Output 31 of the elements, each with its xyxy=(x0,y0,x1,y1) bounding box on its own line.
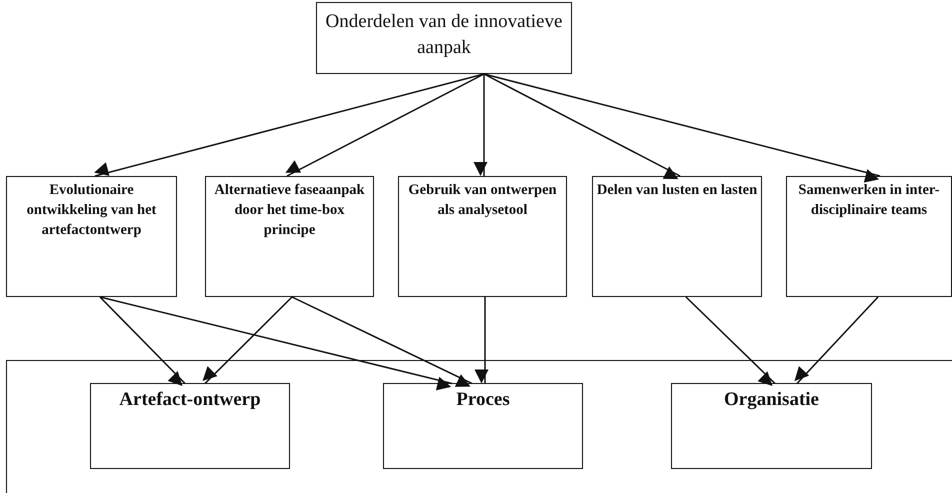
arrow xyxy=(484,73,880,183)
arrow xyxy=(94,73,484,177)
box-label: Onderdelen van de innovatieve aanpak xyxy=(324,10,564,60)
box-label: Proces xyxy=(455,388,511,412)
box-label: Organisatie xyxy=(723,388,820,412)
arrow xyxy=(484,73,680,180)
category-box xyxy=(383,383,583,469)
process-box xyxy=(398,176,567,297)
category-box xyxy=(90,383,290,469)
box-label: Artefact-ontwerp xyxy=(118,388,262,412)
process-box xyxy=(205,176,374,297)
process-box xyxy=(592,176,762,297)
process-box xyxy=(6,176,177,297)
process-box xyxy=(786,176,952,297)
arrow xyxy=(292,296,472,387)
arrow xyxy=(100,296,452,390)
box-label: Alternatieve faseaanpak door het time-box principe xyxy=(213,181,366,240)
box-label: Gebruik van ontwerpen als analysetool xyxy=(407,181,558,220)
box-label: Evolutionaire ontwikkeling van het artefactontwerp xyxy=(26,181,158,240)
process-box xyxy=(316,2,572,74)
arrow xyxy=(794,296,879,384)
arrow xyxy=(285,73,484,177)
arrow xyxy=(474,297,488,384)
arrow xyxy=(99,296,186,386)
box-label: Delen van lusten en lasten xyxy=(596,181,758,200)
group-frame xyxy=(6,360,952,493)
box-label: Samenwerken in inter-disciplinaire teams xyxy=(797,181,941,220)
arrow xyxy=(474,74,488,176)
arrow xyxy=(202,296,293,384)
category-box xyxy=(671,383,872,469)
arrow xyxy=(685,296,776,386)
